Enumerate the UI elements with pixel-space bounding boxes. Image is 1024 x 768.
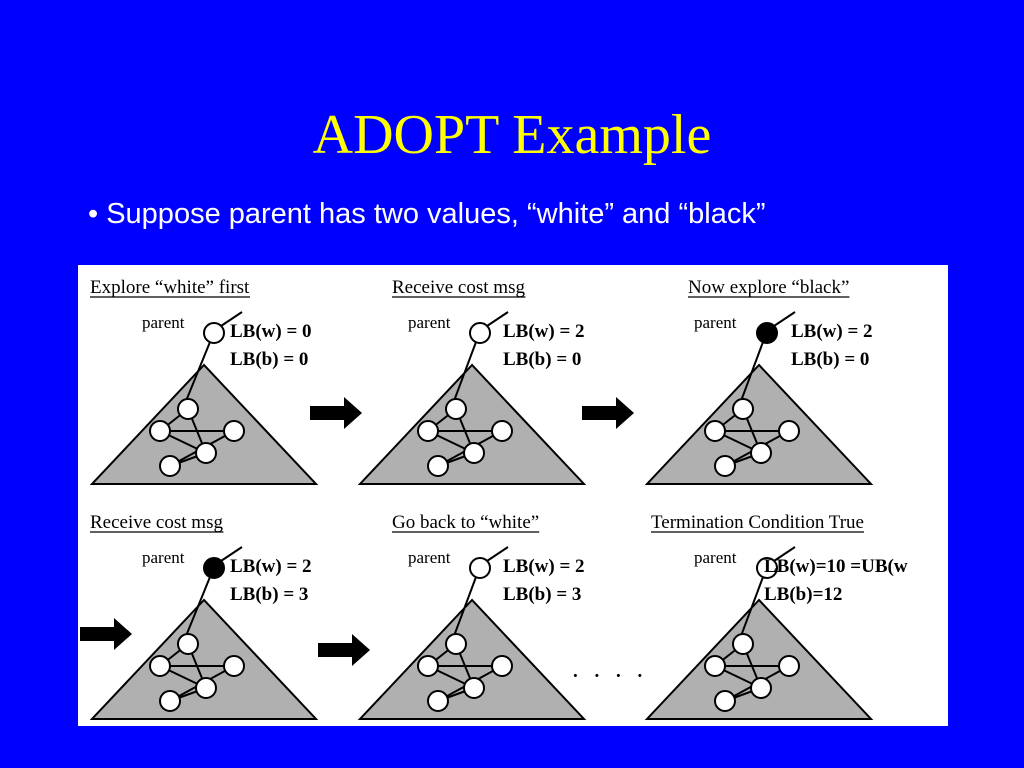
panel-caption: Explore “white” first: [90, 277, 250, 298]
child-node: [223, 655, 245, 677]
lb-white-value: LB(w) = 2: [791, 321, 873, 342]
panel-3: Now explore “black” parent LB(w) = 2 LB(b) …: [644, 277, 874, 485]
child-node: [427, 690, 449, 712]
lb-white-value: LB(w)=10 =UB(w: [764, 556, 908, 577]
child-node: [427, 455, 449, 477]
child-node: [732, 398, 754, 420]
arrow-into-4: [80, 618, 132, 650]
parent-label: parent: [694, 548, 737, 567]
parent-up-link: [486, 546, 509, 562]
child-node: [195, 677, 217, 699]
panel-6: Termination Condition True parent LB(w)=10…: [644, 512, 908, 720]
child-node: [417, 655, 439, 677]
subtree-triangle: [357, 363, 587, 485]
parent-node-black: [756, 322, 778, 344]
adopt-figure: Explore “white” first parent LB(w) = 0 LB(b…: [78, 265, 948, 726]
child-node: [750, 442, 772, 464]
panel-4: Receive cost msg parent LB(w) = 2 LB(b) = 3: [89, 512, 319, 720]
parent-label: parent: [694, 313, 737, 332]
lb-white-value: LB(w) = 2: [503, 321, 585, 342]
subtree-triangle: [644, 363, 874, 485]
panel-caption: Receive cost msg: [90, 512, 223, 533]
adopt-diagram: Explore “white” first parent LB(w) = 0 LB(b…: [80, 277, 908, 720]
lb-black-value: LB(b)=12: [764, 584, 842, 605]
subtree-triangle: [89, 598, 319, 720]
parent-up-link: [773, 311, 796, 327]
subtree-triangle: [357, 598, 587, 720]
lb-black-value: LB(b) = 0: [230, 349, 308, 370]
panel-caption: Receive cost msg: [392, 277, 525, 298]
child-node: [491, 655, 513, 677]
child-node: [223, 420, 245, 442]
lb-black-value: LB(b) = 3: [230, 584, 308, 605]
parent-label: parent: [408, 548, 451, 567]
child-node: [149, 655, 171, 677]
parent-node-white: [469, 557, 491, 579]
parent-child-link: [453, 341, 477, 402]
child-node: [177, 398, 199, 420]
child-node: [704, 420, 726, 442]
child-node: [704, 655, 726, 677]
parent-up-link: [486, 311, 509, 327]
subtree-triangle: [89, 363, 319, 485]
parent-child-link: [453, 576, 477, 637]
parent-child-link: [740, 576, 764, 637]
child-node: [714, 690, 736, 712]
parent-child-link: [740, 341, 764, 402]
child-node: [732, 633, 754, 655]
child-node: [195, 442, 217, 464]
parent-label: parent: [142, 548, 185, 567]
panel-5: Go back to “white” parent LB(w) = 2 LB(b) =…: [357, 512, 587, 720]
arrow-2-to-3: [582, 397, 634, 429]
parent-label: parent: [408, 313, 451, 332]
child-node: [463, 677, 485, 699]
child-node: [417, 420, 439, 442]
child-node: [159, 455, 181, 477]
lb-white-value: LB(w) = 2: [503, 556, 585, 577]
parent-node-black: [203, 557, 225, 579]
ellipsis: . . . .: [573, 661, 648, 682]
panel-caption: Termination Condition True: [651, 512, 864, 533]
lb-white-value: LB(w) = 2: [230, 556, 312, 577]
arrow-4-to-5: [318, 634, 370, 666]
parent-up-link: [220, 546, 243, 562]
parent-label: parent: [142, 313, 185, 332]
child-node: [491, 420, 513, 442]
parent-child-link: [185, 341, 211, 402]
child-node: [778, 655, 800, 677]
parent-node-white: [756, 557, 778, 579]
lb-black-value: LB(b) = 0: [791, 349, 869, 370]
child-node: [445, 398, 467, 420]
parent-node-white: [203, 322, 225, 344]
lb-black-value: LB(b) = 0: [503, 349, 581, 370]
child-node: [750, 677, 772, 699]
lb-black-value: LB(b) = 3: [503, 584, 581, 605]
child-node: [463, 442, 485, 464]
arrow-1-to-2: [310, 397, 362, 429]
lb-white-value: LB(w) = 0: [230, 321, 312, 342]
panel-2: Receive cost msg parent LB(w) = 2 LB(b) = 0: [357, 277, 587, 485]
child-node: [778, 420, 800, 442]
panel-caption: Now explore “black”: [688, 277, 849, 298]
subtree-triangle: [644, 598, 874, 720]
panel-caption: Go back to “white”: [392, 512, 539, 533]
parent-up-link: [773, 546, 796, 562]
child-node: [714, 455, 736, 477]
parent-up-link: [220, 311, 243, 327]
panel-1: Explore “white” first parent LB(w) = 0 LB(b…: [89, 277, 319, 485]
child-node: [159, 690, 181, 712]
parent-child-link: [185, 576, 211, 637]
child-node: [445, 633, 467, 655]
bullet-point: • Suppose parent has two values, “white”…: [88, 198, 766, 230]
slide-title: ADOPT Example: [312, 104, 712, 166]
child-node: [177, 633, 199, 655]
child-node: [149, 420, 171, 442]
parent-node-white: [469, 322, 491, 344]
